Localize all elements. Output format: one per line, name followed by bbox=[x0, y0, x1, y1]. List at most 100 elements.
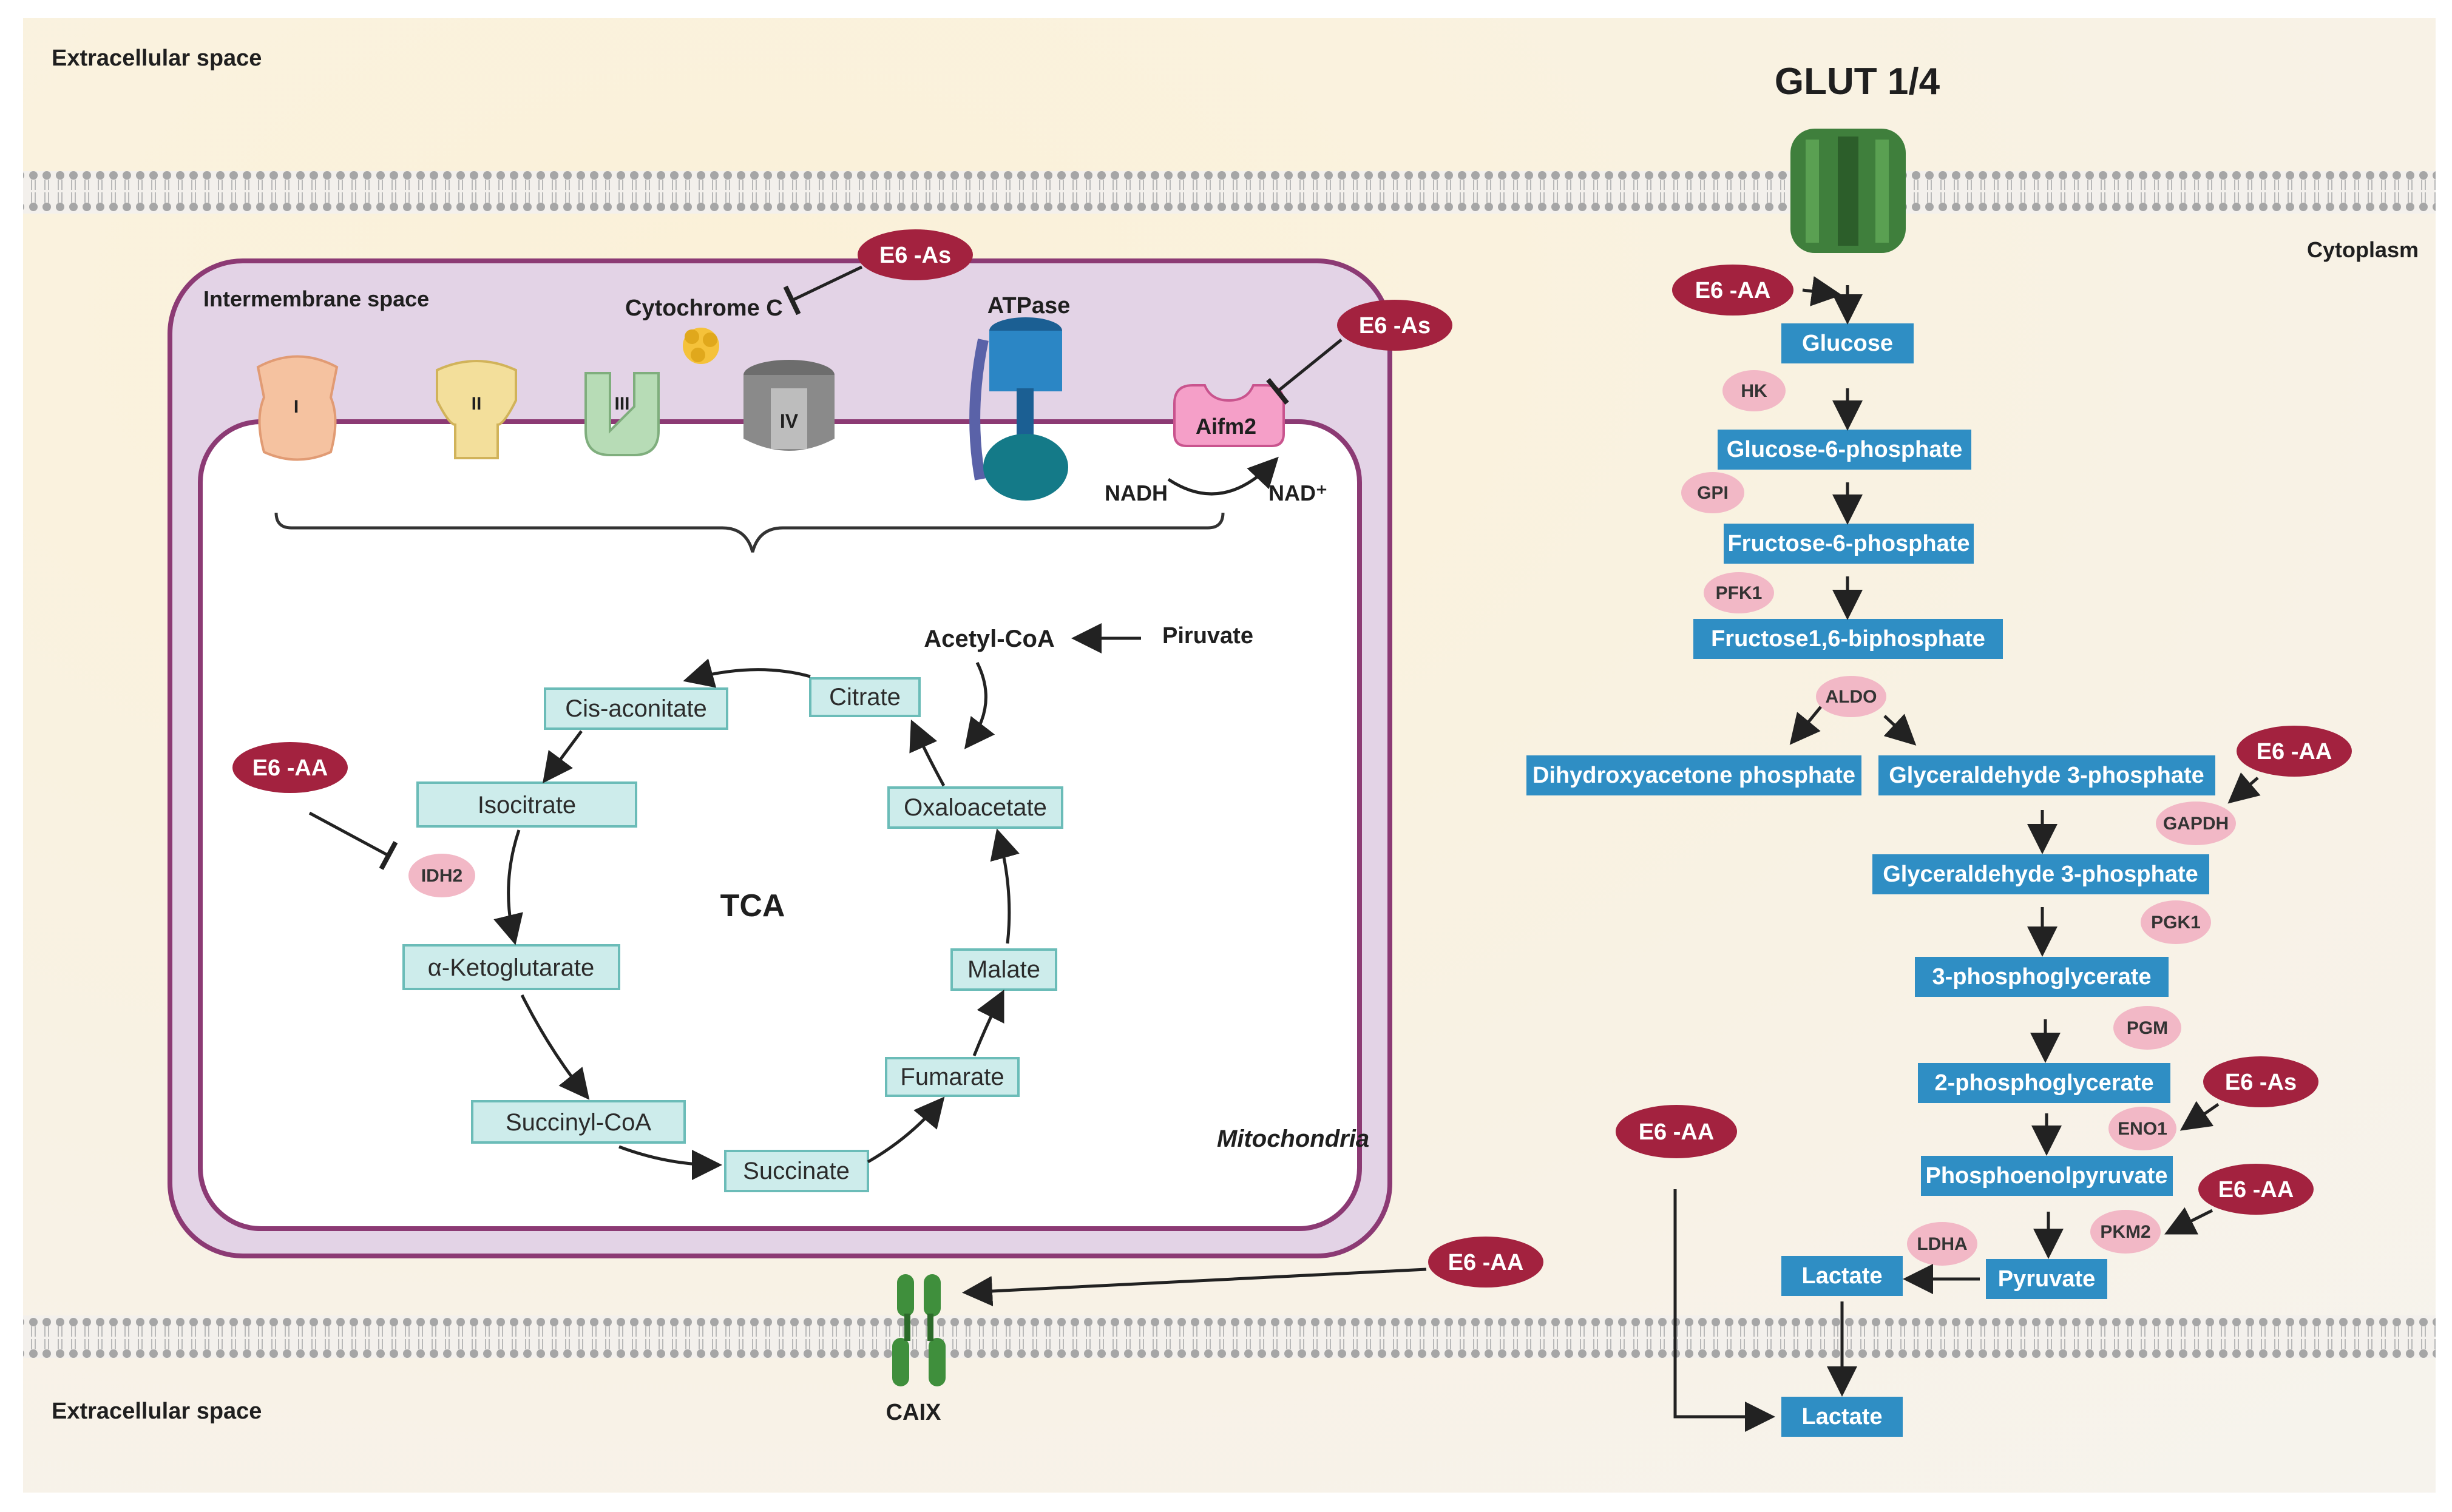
tca-isocitrate-box: Isocitrate bbox=[416, 781, 637, 828]
pg2-text: 2-phosphoglycerate bbox=[1934, 1070, 2153, 1096]
e6-as-cytc: E6 -As bbox=[783, 229, 973, 316]
tca-cis-aconitate-box: Cis-aconitate bbox=[544, 687, 728, 730]
pg3-box: 3-phosphoglycerate bbox=[1915, 957, 2169, 997]
e6-aa-lactate: E6 -AA bbox=[1616, 1105, 1737, 1158]
glucose-text: Glucose bbox=[1802, 331, 1893, 356]
cytoplasm-label: Cytoplasm bbox=[2307, 237, 2419, 262]
eno1-enzyme: ENO1 bbox=[2108, 1107, 2176, 1150]
svg-text:E6 -AA: E6 -AA bbox=[2257, 739, 2332, 764]
pgk1-enzyme: PGK1 bbox=[2141, 900, 2211, 944]
pfk1-enzyme: PFK1 bbox=[1704, 572, 1774, 613]
nad-label: NAD⁺ bbox=[1268, 481, 1327, 505]
nadh-to-nad-arrow bbox=[1167, 456, 1279, 496]
complex-iii-icon bbox=[584, 372, 660, 456]
mitochondria-inner bbox=[198, 419, 1362, 1231]
e6-aa-idh2: E6 -AA bbox=[232, 742, 398, 870]
g3p-a-text: Glyceraldehyde 3-phosphate bbox=[1889, 763, 2204, 788]
svg-text:ALDO: ALDO bbox=[1826, 687, 1877, 707]
intermembrane-label: Intermembrane space bbox=[203, 286, 429, 311]
svg-text:E6 -AA: E6 -AA bbox=[1448, 1250, 1524, 1275]
aldo-enzyme: ALDO bbox=[1816, 676, 1886, 717]
tca-succinyl-coa-text: Succinyl-CoA bbox=[506, 1109, 651, 1136]
lactate-outer-text: Lactate bbox=[1801, 1404, 1882, 1429]
f16bp-text: Fructose1,6-biphosphate bbox=[1711, 626, 1985, 652]
caix-label: CAIX bbox=[886, 1400, 941, 1425]
svg-text:PFK1: PFK1 bbox=[1716, 583, 1763, 603]
glut-label: GLUT 1/4 bbox=[1775, 61, 1940, 103]
dhap-text: Dihydroxyacetone phosphate bbox=[1532, 763, 1855, 788]
plasma-membrane-top bbox=[23, 171, 2436, 214]
ldha-enzyme: LDHA bbox=[1907, 1222, 1977, 1266]
e6-aa-caix: E6 -AA bbox=[962, 1237, 1543, 1306]
tca-oxaloacetate-box: Oxaloacetate bbox=[887, 786, 1063, 829]
svg-text:E6 -As: E6 -As bbox=[879, 243, 951, 268]
idh2-enzyme: IDH2 bbox=[408, 854, 475, 897]
nadh-label: NADH bbox=[1105, 481, 1168, 505]
tca-succinyl-coa-box: Succinyl-CoA bbox=[471, 1100, 686, 1144]
g3p-box-b: Glyceraldehyde 3-phosphate bbox=[1872, 854, 2209, 894]
complex-ii-label: II bbox=[472, 394, 482, 414]
piruvate-label: Piruvate bbox=[1162, 623, 1253, 649]
pep-text: Phosphoenolpyruvate bbox=[1925, 1163, 2167, 1189]
g3p-b-text: Glyceraldehyde 3-phosphate bbox=[1883, 862, 2198, 887]
svg-text:HK: HK bbox=[1741, 381, 1767, 401]
complex-i-label: I bbox=[294, 397, 299, 417]
glucose-box: Glucose bbox=[1781, 323, 1914, 363]
tca-fumarate-text: Fumarate bbox=[900, 1064, 1004, 1090]
f16bp-box: Fructose1,6-biphosphate bbox=[1693, 619, 2003, 659]
svg-text:ENO1: ENO1 bbox=[2118, 1119, 2167, 1139]
g6p-box: Glucose-6-phosphate bbox=[1718, 430, 1971, 470]
f6p-text: Fructose-6-phosphate bbox=[1727, 531, 1969, 556]
svg-text:PKM2: PKM2 bbox=[2100, 1222, 2150, 1242]
pkm2-enzyme: PKM2 bbox=[2090, 1210, 2161, 1254]
cytochrome-c-icon bbox=[683, 328, 719, 364]
complex-iii-label: III bbox=[614, 394, 629, 414]
tca-oxaloacetate-text: Oxaloacetate bbox=[904, 794, 1047, 821]
cytochrome-c-label: Cytochrome C bbox=[625, 295, 783, 321]
svg-text:E6 -AA: E6 -AA bbox=[2218, 1177, 2294, 1203]
svg-text:PGM: PGM bbox=[2127, 1018, 2168, 1038]
extracellular-label-top: Extracellular space bbox=[52, 46, 262, 71]
g3p-box-a: Glyceraldehyde 3-phosphate bbox=[1878, 755, 2215, 795]
tca-arrows bbox=[493, 623, 1141, 1180]
tca-malate-box: Malate bbox=[950, 948, 1057, 991]
svg-text:E6 -AA: E6 -AA bbox=[252, 755, 328, 781]
pep-box: Phosphoenolpyruvate bbox=[1921, 1156, 2173, 1196]
complex-i-icon bbox=[256, 355, 339, 461]
svg-text:PGK1: PGK1 bbox=[2151, 913, 2201, 933]
tca-malate-text: Malate bbox=[967, 956, 1040, 983]
tca-isocitrate-text: Isocitrate bbox=[478, 792, 576, 818]
complex-iv-label: IV bbox=[780, 410, 799, 432]
gapdh-enzyme: GAPDH bbox=[2156, 802, 2236, 845]
dhap-box: Dihydroxyacetone phosphate bbox=[1526, 755, 1861, 795]
plasma-membrane-bottom bbox=[23, 1315, 2436, 1358]
complex-brace bbox=[274, 512, 1225, 553]
svg-text:LDHA: LDHA bbox=[1917, 1234, 1967, 1254]
hk-enzyme: HK bbox=[1722, 370, 1786, 411]
svg-text:E6 -As: E6 -As bbox=[1359, 313, 1431, 339]
acetyl-coa-label: Acetyl-CoA bbox=[924, 626, 1055, 652]
tca-succinate-text: Succinate bbox=[743, 1158, 850, 1184]
tca-succinate-box: Succinate bbox=[724, 1150, 869, 1192]
gpi-enzyme: GPI bbox=[1681, 472, 1744, 513]
extracellular-label-bottom: Extracellular space bbox=[52, 1399, 262, 1424]
svg-text:E6 -AA: E6 -AA bbox=[1695, 278, 1771, 303]
atpase-label: ATPase bbox=[987, 293, 1071, 319]
f6p-box: Fructose-6-phosphate bbox=[1724, 524, 1974, 564]
tca-citrate-box: Citrate bbox=[809, 677, 921, 717]
tca-ketoglutarate-box: α-Ketoglutarate bbox=[402, 944, 620, 990]
e6-as-aifm2: E6 -As bbox=[1266, 300, 1452, 405]
svg-text:GPI: GPI bbox=[1697, 483, 1729, 503]
lactate-box-inner: Lactate bbox=[1781, 1256, 1903, 1296]
pg3-text: 3-phosphoglycerate bbox=[1932, 964, 2151, 990]
e6-aa-pkm2: E6 -AA bbox=[2164, 1164, 2314, 1235]
tca-cis-aconitate-text: Cis-aconitate bbox=[565, 695, 706, 722]
e6-aa-gapdh: E6 -AA bbox=[2227, 726, 2352, 804]
glut-transporter-icon bbox=[1790, 129, 1906, 253]
complex-ii-icon bbox=[436, 360, 517, 459]
pg2-box: 2-phosphoglycerate bbox=[1918, 1063, 2170, 1103]
pyruvate-box: Pyruvate bbox=[1986, 1259, 2107, 1299]
aifm2-label: Aifm2 bbox=[1196, 414, 1256, 439]
tca-citrate-text: Citrate bbox=[829, 684, 901, 710]
